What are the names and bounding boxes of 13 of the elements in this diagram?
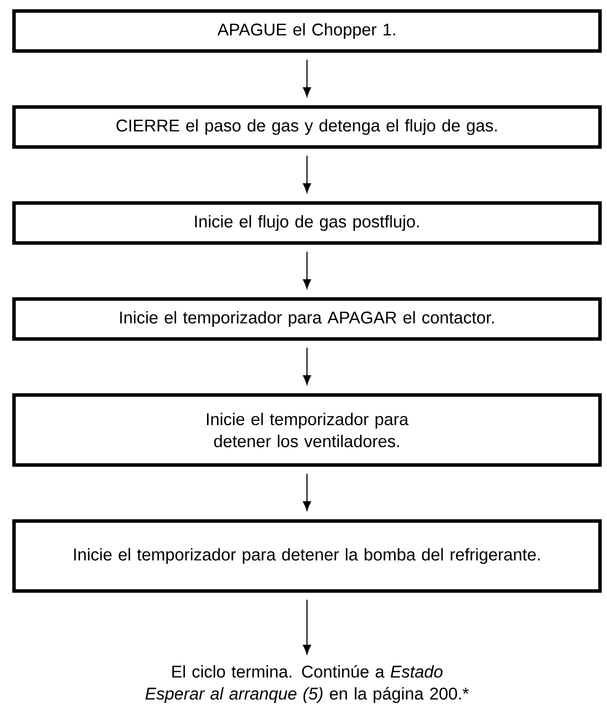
arrow xyxy=(302,600,312,654)
process-box: APAGUE el Chopper 1. xyxy=(12,9,602,53)
process-box: CIERRE el paso de gas y detenga el flujo de gas. xyxy=(12,105,602,149)
arrow xyxy=(302,156,312,193)
arrow xyxy=(302,60,312,97)
process-box: Inicie el temporizador para APAGAR el contactor. xyxy=(12,297,602,341)
arrow xyxy=(302,474,312,511)
process-box: Inicie el temporizador para detener la bomba del refrigerante. xyxy=(12,519,602,593)
arrow xyxy=(302,348,312,385)
process-box: Inicie el flujo de gas postflujo. xyxy=(12,201,602,245)
arrow xyxy=(302,252,312,289)
process-box: Inicie el temporizador para detener los ventiladores. xyxy=(12,393,602,467)
end-note: El ciclo termina. Continúe a Estado Esperar al arranque (5) en la página 200.* xyxy=(145,664,469,704)
